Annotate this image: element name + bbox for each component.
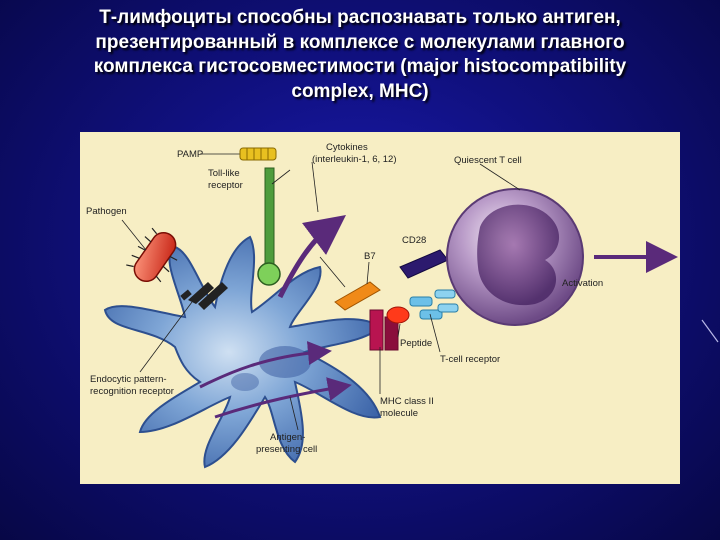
title-line-2: презентированный в комплексе с молекулам…: [0, 31, 720, 56]
peptide: [387, 307, 409, 323]
decorative-corner-line: [700, 318, 720, 348]
label-cytokines: Cytokines: [326, 142, 368, 153]
label-peptide: Peptide: [400, 338, 432, 349]
label-cytokines-detail: (interleukin-1, 6, 12): [312, 154, 396, 165]
cd28-molecule: [400, 250, 448, 278]
label-presenting-cell: presenting cell: [256, 444, 317, 455]
figure-canvas: PAMP Cytokines (interleukin-1, 6, 12) Qu…: [80, 132, 680, 484]
label-cd28: CD28: [402, 235, 426, 246]
toll-like-receptor-head: [258, 263, 280, 285]
label-mhc-molecule: molecule: [380, 408, 418, 419]
slide-title: Т-лимфоциты способны распознавать только…: [0, 6, 720, 104]
label-endocytic-1: Endocytic pattern-: [90, 374, 167, 385]
label-t-cell-receptor: T-cell receptor: [440, 354, 500, 365]
b7-molecule: [335, 282, 380, 310]
label-b7: B7: [364, 251, 376, 262]
pamp-molecule: [240, 148, 276, 160]
label-antigen: Antigen-: [270, 432, 305, 443]
label-activation: Activation: [562, 278, 603, 289]
title-line-1: Т-лимфоциты способны распознавать только…: [0, 6, 720, 31]
title-line-4: complex, MHC): [0, 80, 720, 105]
label-pathogen: Pathogen: [86, 206, 127, 217]
label-mhc-class-ii: MHC class II: [380, 396, 434, 407]
immunology-figure: PAMP Cytokines (interleukin-1, 6, 12) Qu…: [80, 132, 680, 484]
title-line-3: комплекса гистосовместимости (major hist…: [0, 55, 720, 80]
apc-vesicle: [231, 373, 259, 391]
label-endocytic-2: recognition receptor: [90, 386, 174, 397]
t-cell-nucleus: [477, 205, 559, 306]
label-toll-receptor: receptor: [208, 180, 243, 191]
label-pamp: PAMP: [177, 149, 203, 160]
label-quiescent-t-cell: Quiescent T cell: [454, 155, 522, 166]
t-cell-receptor: [410, 290, 458, 319]
label-toll-like: Toll-like: [208, 168, 240, 179]
